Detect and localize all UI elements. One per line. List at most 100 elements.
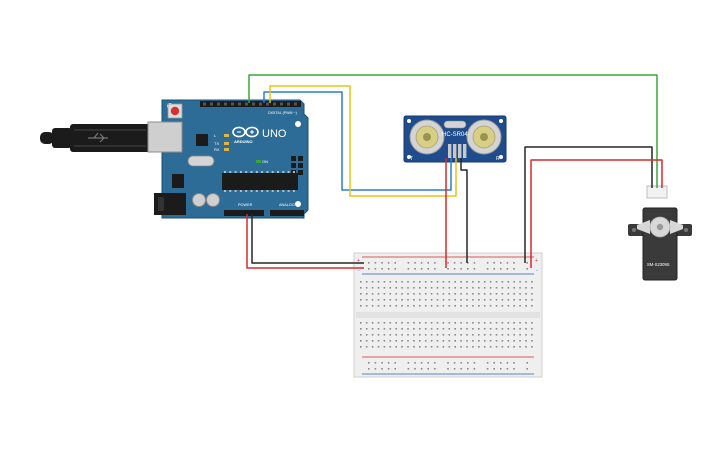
breadboard-hole [365,299,368,301]
breadboard-hole [430,334,433,336]
breadboard-hole [454,328,456,330]
ultrasonic-sensor: HC-SR04 T R [403,115,507,163]
breadboard-hole [454,305,456,307]
breadboard-hole [374,268,377,270]
breadboard-hole [365,322,368,324]
breadboard-hole [407,368,410,370]
chip-pin [271,171,274,173]
breadboard-hole [395,287,397,289]
chip-pin [287,190,290,192]
breadboard-hole [387,262,390,264]
breadboard-hole [389,322,392,324]
breadboard-hole [436,293,439,295]
breadboard-hole [526,262,528,264]
breadboard-hole [500,262,502,264]
header-pin-hole [210,102,213,106]
sensor-mount-hole [407,119,411,123]
breadboard-hole [419,287,421,289]
breadboard-hole [493,362,495,364]
analog-header-label: ANALOG IN [279,203,300,207]
breadboard-hole [381,362,383,364]
breadboard-hole [394,268,396,270]
header-pin-hole [259,102,262,106]
breadboard-hole [519,287,521,289]
breadboard-hole [507,340,510,342]
breadboard-hole [395,346,397,348]
breadboard-hole [420,268,423,270]
header-pin-hole [245,102,248,106]
breadboard-hole [454,346,456,348]
breadboard-hole [513,293,515,295]
breadboard-hole [495,328,498,330]
breadboard-hole [424,287,427,289]
breadboard-hole [486,268,489,270]
breadboard-hole [414,368,416,370]
breadboard-hole [430,281,433,283]
reset-button-cap [170,106,180,116]
breadboard-hole [360,340,362,342]
voltage-regulator [172,174,184,188]
breadboard-hole [427,268,429,270]
breadboard-hole [430,305,433,307]
breadboard-hole [407,262,410,264]
breadboard-hole [531,328,533,330]
breadboard-hole [407,334,409,336]
breadboard-hole [383,346,386,348]
breadboard-hole [442,293,445,295]
breadboard-hole [507,299,510,301]
led-label-on: ON [262,159,268,164]
breadboard-hole [448,293,451,295]
wire-blue-sensor [263,91,452,191]
breadboard-hole [374,362,377,364]
breadboard-hole [389,340,392,342]
breadboard-hole [466,328,468,330]
chip-pin [282,190,285,192]
breadboard-hole [377,299,380,301]
breadboard-hole [442,334,445,336]
breadboard-hole [466,334,468,336]
breadboard-hole [436,299,439,301]
breadboard-hole [401,340,403,342]
arduino-uno-board: L TX RX ON UNO ARDUINO DIGITAL (PWM ~) P… [147,99,309,219]
breadboard-hole [383,287,386,289]
servo-mount-hole [632,228,636,232]
breadboard-hole [430,340,433,342]
breadboard-hole [360,293,362,295]
breadboard-hole [478,340,480,342]
chip-pin [261,190,264,192]
header-pin-hole [287,102,290,106]
power-header [224,210,264,216]
breadboard-hole [413,346,415,348]
breadboard-hole [472,322,474,324]
breadboard-hole [501,340,504,342]
breadboard-hole [387,268,390,270]
breadboard-hole [466,287,468,289]
breadboard-hole [377,334,380,336]
breadboard-hole [501,305,504,307]
crystal-oscillator [187,155,215,167]
led-label-rx: RX [214,147,220,152]
chip-pin [255,190,258,192]
breadboard-hole [454,281,456,283]
arduino-model-label: UNO [262,128,287,140]
breadboard-hole [526,368,528,370]
mounting-hole [295,201,301,207]
breadboard-hole [407,268,410,270]
breadboard-hole [407,281,409,283]
breadboard-hole [377,305,380,307]
breadboard-hole [447,268,449,270]
breadboard-hole [427,368,429,370]
breadboard-hole [395,334,397,336]
servo-mount-hole [684,228,688,232]
breadboard-hole [519,322,521,324]
rail-plus-label: + [357,258,360,264]
breadboard-hole [389,287,392,289]
usb-b-jack [147,121,183,153]
breadboard-hole [383,305,386,307]
chip-pin [224,171,226,173]
breadboard-hole [525,287,527,289]
breadboard-hole [495,299,498,301]
breadboard-hole [387,368,390,370]
servo-horn [637,216,683,238]
breadboard-hole [383,328,386,330]
